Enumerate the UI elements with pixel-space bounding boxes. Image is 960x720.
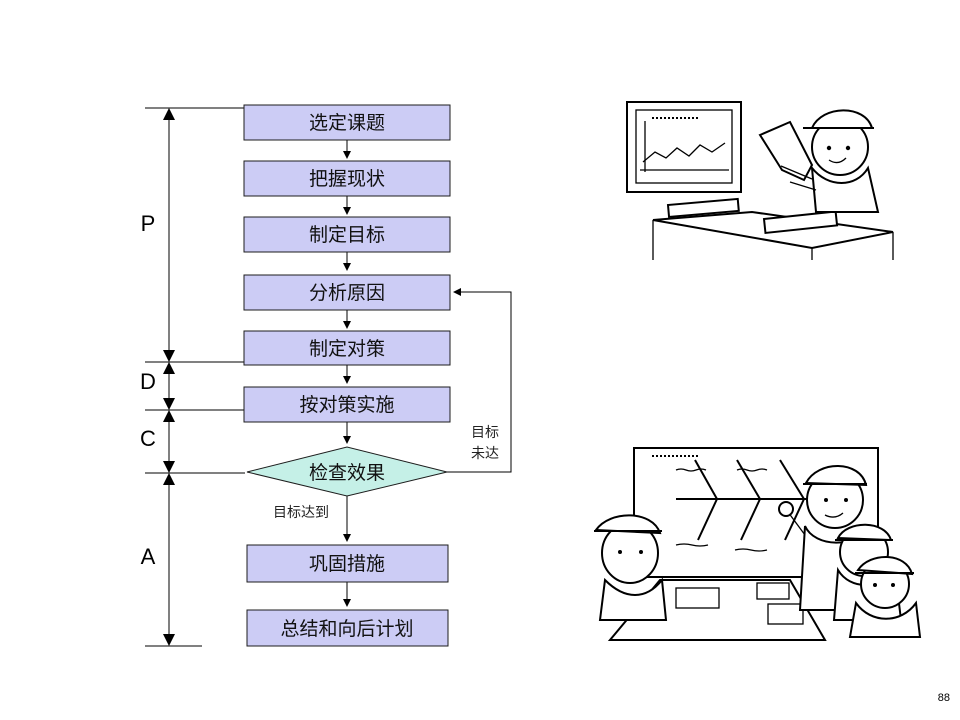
left-attendee [594, 514, 668, 621]
feedback-loop-arrow [447, 288, 512, 473]
phase-label-d: D [140, 369, 156, 394]
presenter-figure [758, 109, 880, 213]
page-number: 88 [938, 692, 950, 704]
step-select-topic-box [243, 104, 451, 141]
decision-check-effect-label: 检查效果 [309, 462, 385, 484]
step-analyze-cause-box [243, 274, 451, 311]
step-set-target-box [243, 216, 451, 253]
step-grasp-status-label: 把握现状 [309, 168, 385, 190]
step-set-target-label: 制定目标 [309, 224, 385, 246]
branch-pass-label: 目标达到 [273, 505, 329, 521]
step-consolidate-box [246, 544, 449, 583]
step-implement-box [243, 386, 451, 423]
decision-check-effect-shape [246, 446, 448, 497]
step-analyze-cause-label: 分析原因 [309, 282, 385, 304]
phase-p-arrow-down [163, 350, 175, 362]
phase-label-p: P [141, 211, 156, 236]
flow-steps: 选定课题 把握现状 制定目标 分析原因 制定对策 按对策实施 检查效果 巩固措施… [243, 104, 451, 647]
step-select-topic-label: 选定课题 [309, 112, 385, 134]
wall-chart [626, 101, 742, 193]
phase-label-a: A [141, 544, 156, 569]
step-implement-label: 按对策实施 [299, 394, 394, 416]
step-make-countermeasure-label: 制定对策 [309, 338, 385, 360]
phase-c-arrow-up [163, 410, 175, 422]
step-summary-label: 总结和向后计划 [280, 618, 413, 640]
right-attendee-front [848, 556, 922, 638]
phase-d-arrow-down [163, 398, 175, 410]
step-make-countermeasure-box [243, 330, 451, 366]
phase-d-arrow-up [163, 362, 175, 374]
branch-fail-label-line-2: 未达 [471, 446, 499, 462]
meeting-illustration [594, 447, 922, 641]
flow-connectors [343, 140, 512, 607]
phase-a-arrow-down [163, 634, 175, 646]
phase-label-c: C [140, 426, 156, 451]
branch-fail-label-line-1: 目标 [471, 425, 499, 441]
phase-bracket: P D C A [140, 107, 245, 647]
table-left [652, 197, 894, 260]
presenter-illustration [626, 101, 894, 260]
phase-p-arrow-up [163, 108, 175, 120]
step-consolidate-label: 巩固措施 [309, 553, 385, 575]
phase-c-arrow-down [163, 461, 175, 473]
step-summary-box [246, 609, 449, 647]
phase-a-arrow-up [163, 473, 175, 485]
step-grasp-status-box [243, 160, 451, 197]
